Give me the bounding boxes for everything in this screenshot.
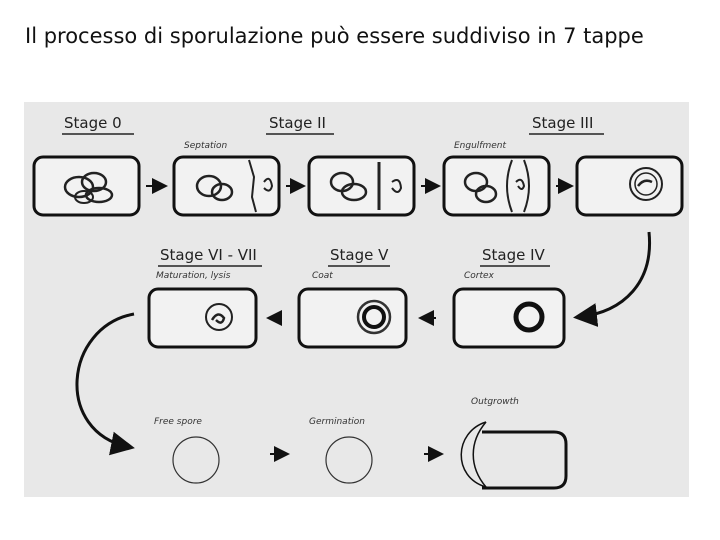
step-label-septation: Septation — [184, 141, 228, 151]
stage-label-2: Stage II — [269, 114, 326, 132]
step-label-outgrowth: Outgrowth — [471, 397, 519, 407]
step-label-germination: Germination — [309, 417, 365, 427]
step-label-engulfment: Engulfment — [454, 141, 506, 151]
step-label-free-spore: Free spore — [154, 417, 202, 427]
sporulation-diagram: Stage 0 Stage II Stage III Septation Eng… — [24, 102, 689, 497]
cell-coat — [299, 289, 406, 347]
cell-stage-3 — [577, 157, 682, 215]
cell-engulfment — [444, 157, 549, 215]
cell-maturation — [149, 289, 256, 347]
arrow-5 — [579, 232, 650, 317]
stage-label-4: Stage IV — [482, 246, 546, 264]
cell-cortex — [454, 289, 564, 347]
step-label-coat: Coat — [312, 271, 333, 281]
cell-stage-2 — [309, 157, 414, 215]
arrow-8 — [77, 314, 134, 447]
stage-label-0: Stage 0 — [64, 114, 122, 132]
diagram-canvas: Stage 0 Stage II Stage III Septation Eng… — [24, 102, 689, 497]
cell-stage-0 — [34, 157, 139, 215]
stage-label-5: Stage V — [330, 246, 389, 264]
step-label-cortex: Cortex — [464, 271, 495, 281]
free-spore — [173, 437, 219, 483]
outgrowth-cell — [461, 422, 566, 488]
slide-title: Il processo di sporulazione può essere s… — [25, 24, 644, 48]
germinating-spore — [326, 437, 372, 483]
cell-septation — [174, 157, 279, 215]
stage-label-6-7: Stage VI - VII — [160, 246, 257, 264]
step-label-maturation: Maturation, lysis — [156, 271, 231, 281]
stage-label-3: Stage III — [532, 114, 593, 132]
